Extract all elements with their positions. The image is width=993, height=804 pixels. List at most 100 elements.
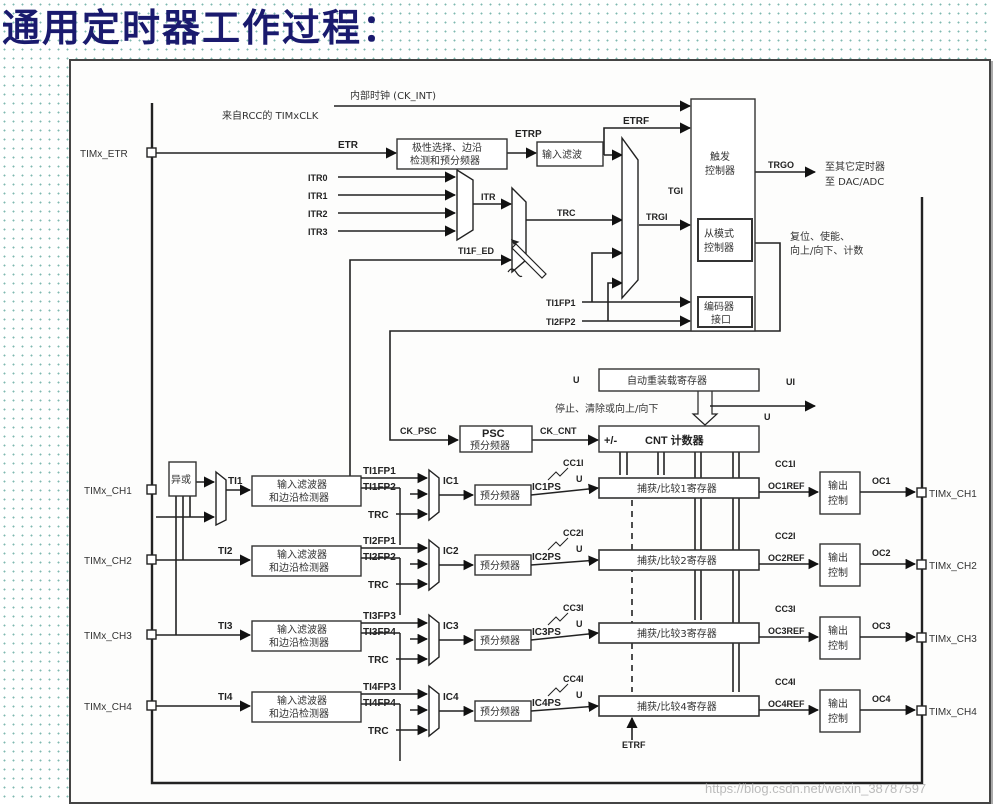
icps-label: IC2PS bbox=[532, 552, 561, 563]
register-label: 捕获/比较4寄存器 bbox=[637, 700, 717, 713]
output-pin-label: TIMx_CH3 bbox=[929, 634, 977, 645]
ic-label: IC2 bbox=[443, 546, 459, 557]
output-pin-label: TIMx_CH4 bbox=[929, 707, 977, 718]
cci-out-label: CC4I bbox=[775, 677, 796, 687]
output-pin-ch3 bbox=[916, 632, 927, 643]
psc-block bbox=[459, 425, 533, 453]
interrupt-icon bbox=[547, 467, 569, 481]
itr0-label: ITR0 bbox=[308, 173, 328, 183]
u-label: U bbox=[576, 474, 583, 484]
cci-out-label: CC2I bbox=[775, 531, 796, 541]
etrf-bottom-label: ETRF bbox=[622, 740, 646, 750]
input-pin-ch1 bbox=[146, 484, 157, 495]
slave-controller-block bbox=[697, 218, 753, 262]
input-pin-label: TIMx_CH3 bbox=[84, 631, 132, 642]
trigger-controller-block bbox=[690, 98, 756, 332]
filter-line2: 和边沿检测器 bbox=[269, 561, 329, 574]
input-pin-ch4 bbox=[146, 700, 157, 711]
cci-in-label: CC1I bbox=[563, 458, 584, 468]
input-pin-label: TIMx_CH2 bbox=[84, 556, 132, 567]
ic-mux bbox=[428, 468, 440, 522]
output-ctrl-line2: 控制 bbox=[828, 639, 848, 652]
auto-reload-label: 自动重装载寄存器 bbox=[627, 374, 707, 387]
ti-label: TI4 bbox=[218, 692, 233, 703]
prescaler-label: 预分频器 bbox=[480, 489, 520, 502]
oc-label: OC4 bbox=[872, 694, 891, 704]
input-filter-block bbox=[536, 141, 604, 167]
ck-psc-label: CK_PSC bbox=[400, 426, 437, 436]
ic-label: IC3 bbox=[443, 621, 459, 632]
filter-line2: 和边沿检测器 bbox=[269, 636, 329, 649]
fp-b-label: TI4FP4 bbox=[363, 698, 396, 709]
filter-line1: 输入滤波器 bbox=[277, 548, 327, 561]
trc-label: TRC bbox=[557, 208, 576, 218]
ui-label: UI bbox=[786, 377, 795, 387]
register-label: 捕获/比较3寄存器 bbox=[637, 627, 717, 640]
encoder-line1: 编码器 bbox=[704, 300, 734, 313]
register-label: 捕获/比较2寄存器 bbox=[637, 554, 717, 567]
trigger-line1: 触发 bbox=[710, 150, 730, 163]
psc-name: PSC bbox=[482, 428, 505, 440]
ic-mux bbox=[428, 684, 440, 738]
psc-sub: 预分频器 bbox=[470, 439, 510, 452]
watermark: https://blog.csdn.net/weixin_38787597 bbox=[705, 781, 926, 796]
output-ctrl-line2: 控制 bbox=[828, 712, 848, 725]
ocref-label: OC3REF bbox=[768, 626, 805, 636]
xor-label: 异或 bbox=[171, 474, 191, 486]
input-pin-ch3 bbox=[146, 629, 157, 640]
itr1-label: ITR1 bbox=[308, 191, 328, 201]
fp-b-label: TI2FP2 bbox=[363, 552, 396, 563]
cnt-block bbox=[598, 425, 760, 453]
cnt-label: CNT 计数器 bbox=[645, 433, 705, 447]
ic-mux bbox=[428, 538, 440, 592]
interrupt-icon bbox=[547, 683, 569, 697]
xor-block bbox=[168, 461, 197, 497]
trgo-dest-line1: 至其它定时器 bbox=[825, 160, 885, 173]
output-ctrl-line1: 输出 bbox=[828, 551, 848, 564]
input-pin-ch2 bbox=[146, 554, 157, 565]
input-filter-label: 输入滤波 bbox=[542, 148, 582, 161]
polarity-line1: 极性选择、边沿 bbox=[412, 141, 482, 154]
cci-in-label: CC3I bbox=[563, 603, 584, 613]
encoder-line2: 接口 bbox=[711, 313, 731, 326]
icps-label: IC3PS bbox=[532, 627, 561, 638]
trc-label: TRC bbox=[368, 580, 389, 591]
filter-line1: 输入滤波器 bbox=[277, 694, 327, 707]
u-label: U bbox=[576, 544, 583, 554]
polarity-block bbox=[396, 138, 508, 170]
filter-line1: 输入滤波器 bbox=[277, 478, 327, 491]
capture-compare-register bbox=[598, 477, 760, 499]
output-ctrl-line2: 控制 bbox=[828, 494, 848, 507]
output-control-block bbox=[819, 543, 861, 587]
input-pin-label: TIMx_CH4 bbox=[84, 702, 132, 713]
filter-line1: 输入滤波器 bbox=[277, 623, 327, 636]
filter-line2: 和边沿检测器 bbox=[269, 491, 329, 504]
itr2-label: ITR2 bbox=[308, 209, 328, 219]
trc-label: TRC bbox=[368, 510, 389, 521]
ti1-mux bbox=[215, 470, 227, 527]
oc-label: OC1 bbox=[872, 476, 891, 486]
filter-line2: 和边沿检测器 bbox=[269, 707, 329, 720]
output-ctrl-line1: 输出 bbox=[828, 697, 848, 710]
trc-label: TRC bbox=[368, 655, 389, 666]
cci-in-label: CC4I bbox=[563, 674, 584, 684]
output-pin-ch1 bbox=[916, 487, 927, 498]
interrupt-icon bbox=[547, 537, 569, 551]
oc-label: OC3 bbox=[872, 621, 891, 631]
polarity-line2: 检测和预分频器 bbox=[410, 154, 480, 167]
slave-line1: 从模式 bbox=[704, 227, 734, 240]
u-ui-label: U bbox=[764, 412, 771, 422]
trgi-mux bbox=[621, 135, 639, 300]
ti-label: TI2 bbox=[218, 546, 233, 557]
input-filter-edge-detector bbox=[251, 545, 362, 577]
register-label: 捕获/比较1寄存器 bbox=[637, 482, 717, 495]
ic-mux bbox=[428, 613, 440, 667]
fp-a-label: TI1FP1 bbox=[363, 466, 396, 477]
ic-label: IC4 bbox=[443, 692, 459, 703]
icps-label: IC4PS bbox=[532, 698, 561, 709]
ocref-label: OC2REF bbox=[768, 553, 805, 563]
prescaler-label: 预分频器 bbox=[480, 705, 520, 718]
etr-pin-label: TIMx_ETR bbox=[80, 149, 128, 160]
